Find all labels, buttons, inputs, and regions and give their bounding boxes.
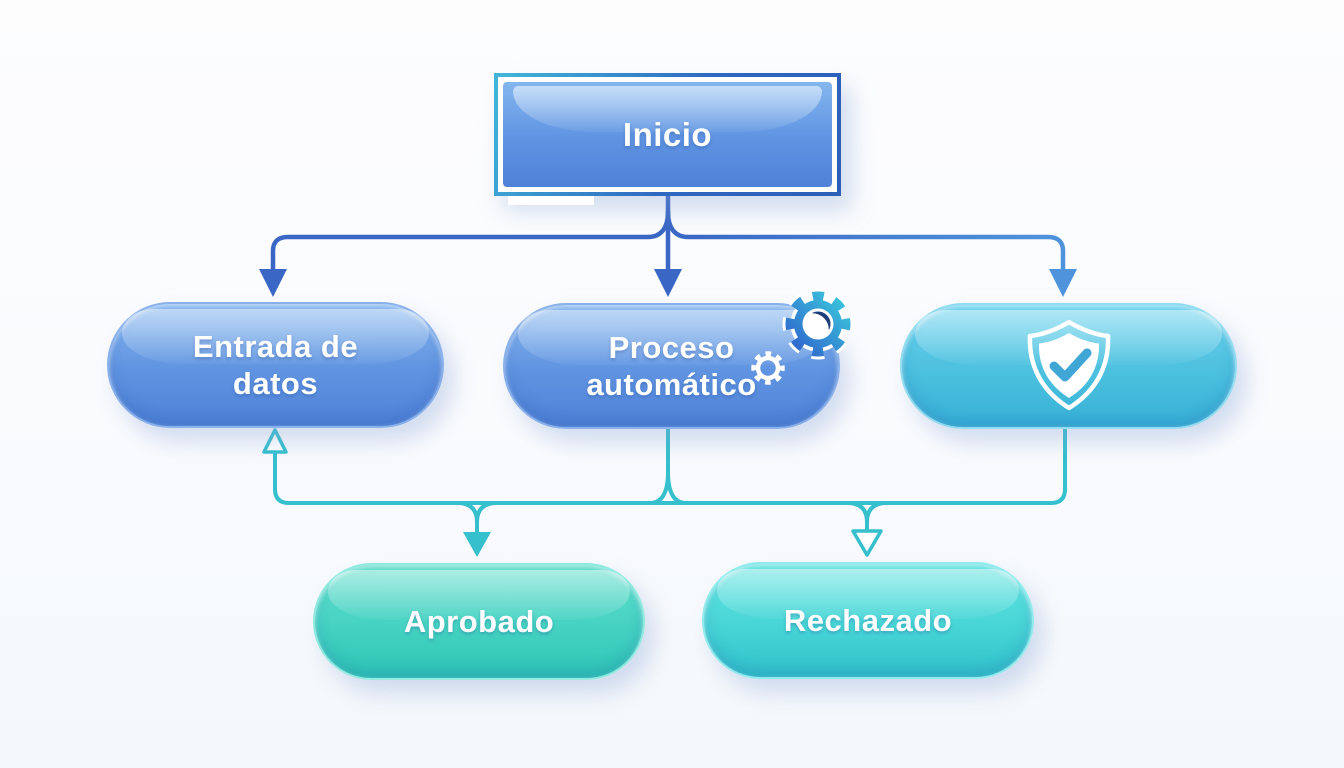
arrowheads-top bbox=[259, 269, 1077, 297]
open-arrowhead-rechazado bbox=[851, 529, 883, 557]
fillet-rechazado-left bbox=[847, 501, 869, 533]
gear-icon bbox=[782, 288, 854, 360]
node-entrada-datos-label: Entrada de datos bbox=[192, 328, 359, 401]
arrowhead-aprobado bbox=[463, 532, 491, 557]
checkmark bbox=[1049, 348, 1091, 382]
small-gear-icon bbox=[751, 351, 785, 385]
fillet-proceso-right bbox=[666, 470, 688, 505]
node-aprobado-label: Aprobado bbox=[403, 603, 555, 639]
node-inicio-label: Inicio bbox=[622, 115, 713, 153]
arrowhead-verificacion bbox=[1049, 269, 1077, 297]
node-entrada-datos: Entrada de datos bbox=[107, 302, 444, 428]
node-rechazado: Rechazado bbox=[702, 562, 1034, 679]
node-verificacion bbox=[900, 303, 1237, 429]
fillet-rechazado-right bbox=[865, 501, 887, 524]
node-proceso-automatico: Proceso automático bbox=[503, 288, 854, 429]
arrowhead-entrada bbox=[259, 269, 287, 297]
edge-lines-top bbox=[270, 193, 1066, 275]
fillet-proceso-left bbox=[648, 470, 670, 505]
gear-center-crescent bbox=[811, 311, 831, 331]
fillet-aprobado-left bbox=[457, 501, 479, 536]
node-inicio-gloss-notch bbox=[508, 196, 594, 205]
edge-lines-bottom bbox=[273, 422, 1067, 536]
arrowhead-proceso bbox=[654, 269, 682, 297]
fillet-aprobado-right bbox=[475, 501, 497, 524]
edge-rail bbox=[273, 450, 1053, 505]
node-aprobado: Aprobado bbox=[313, 563, 645, 680]
edge-verificacion-rail bbox=[1049, 422, 1067, 505]
node-rechazado-label: Rechazado bbox=[783, 602, 953, 638]
node-inicio-fill: Inicio bbox=[503, 82, 832, 187]
open-arrowhead-feedback-entrada bbox=[262, 428, 288, 454]
arrowheads-bottom bbox=[262, 428, 883, 557]
shield-check-icon bbox=[1027, 319, 1110, 411]
shield-outline bbox=[1027, 319, 1110, 411]
edge-inicio-entrada bbox=[270, 209, 671, 275]
shield-inner bbox=[1038, 333, 1099, 398]
node-inicio-inner-border: Inicio bbox=[498, 77, 837, 192]
edge-inicio-verificacion bbox=[665, 209, 1066, 275]
node-inicio: Inicio bbox=[494, 73, 841, 205]
node-proceso-automatico-label: Proceso automático bbox=[586, 329, 757, 402]
